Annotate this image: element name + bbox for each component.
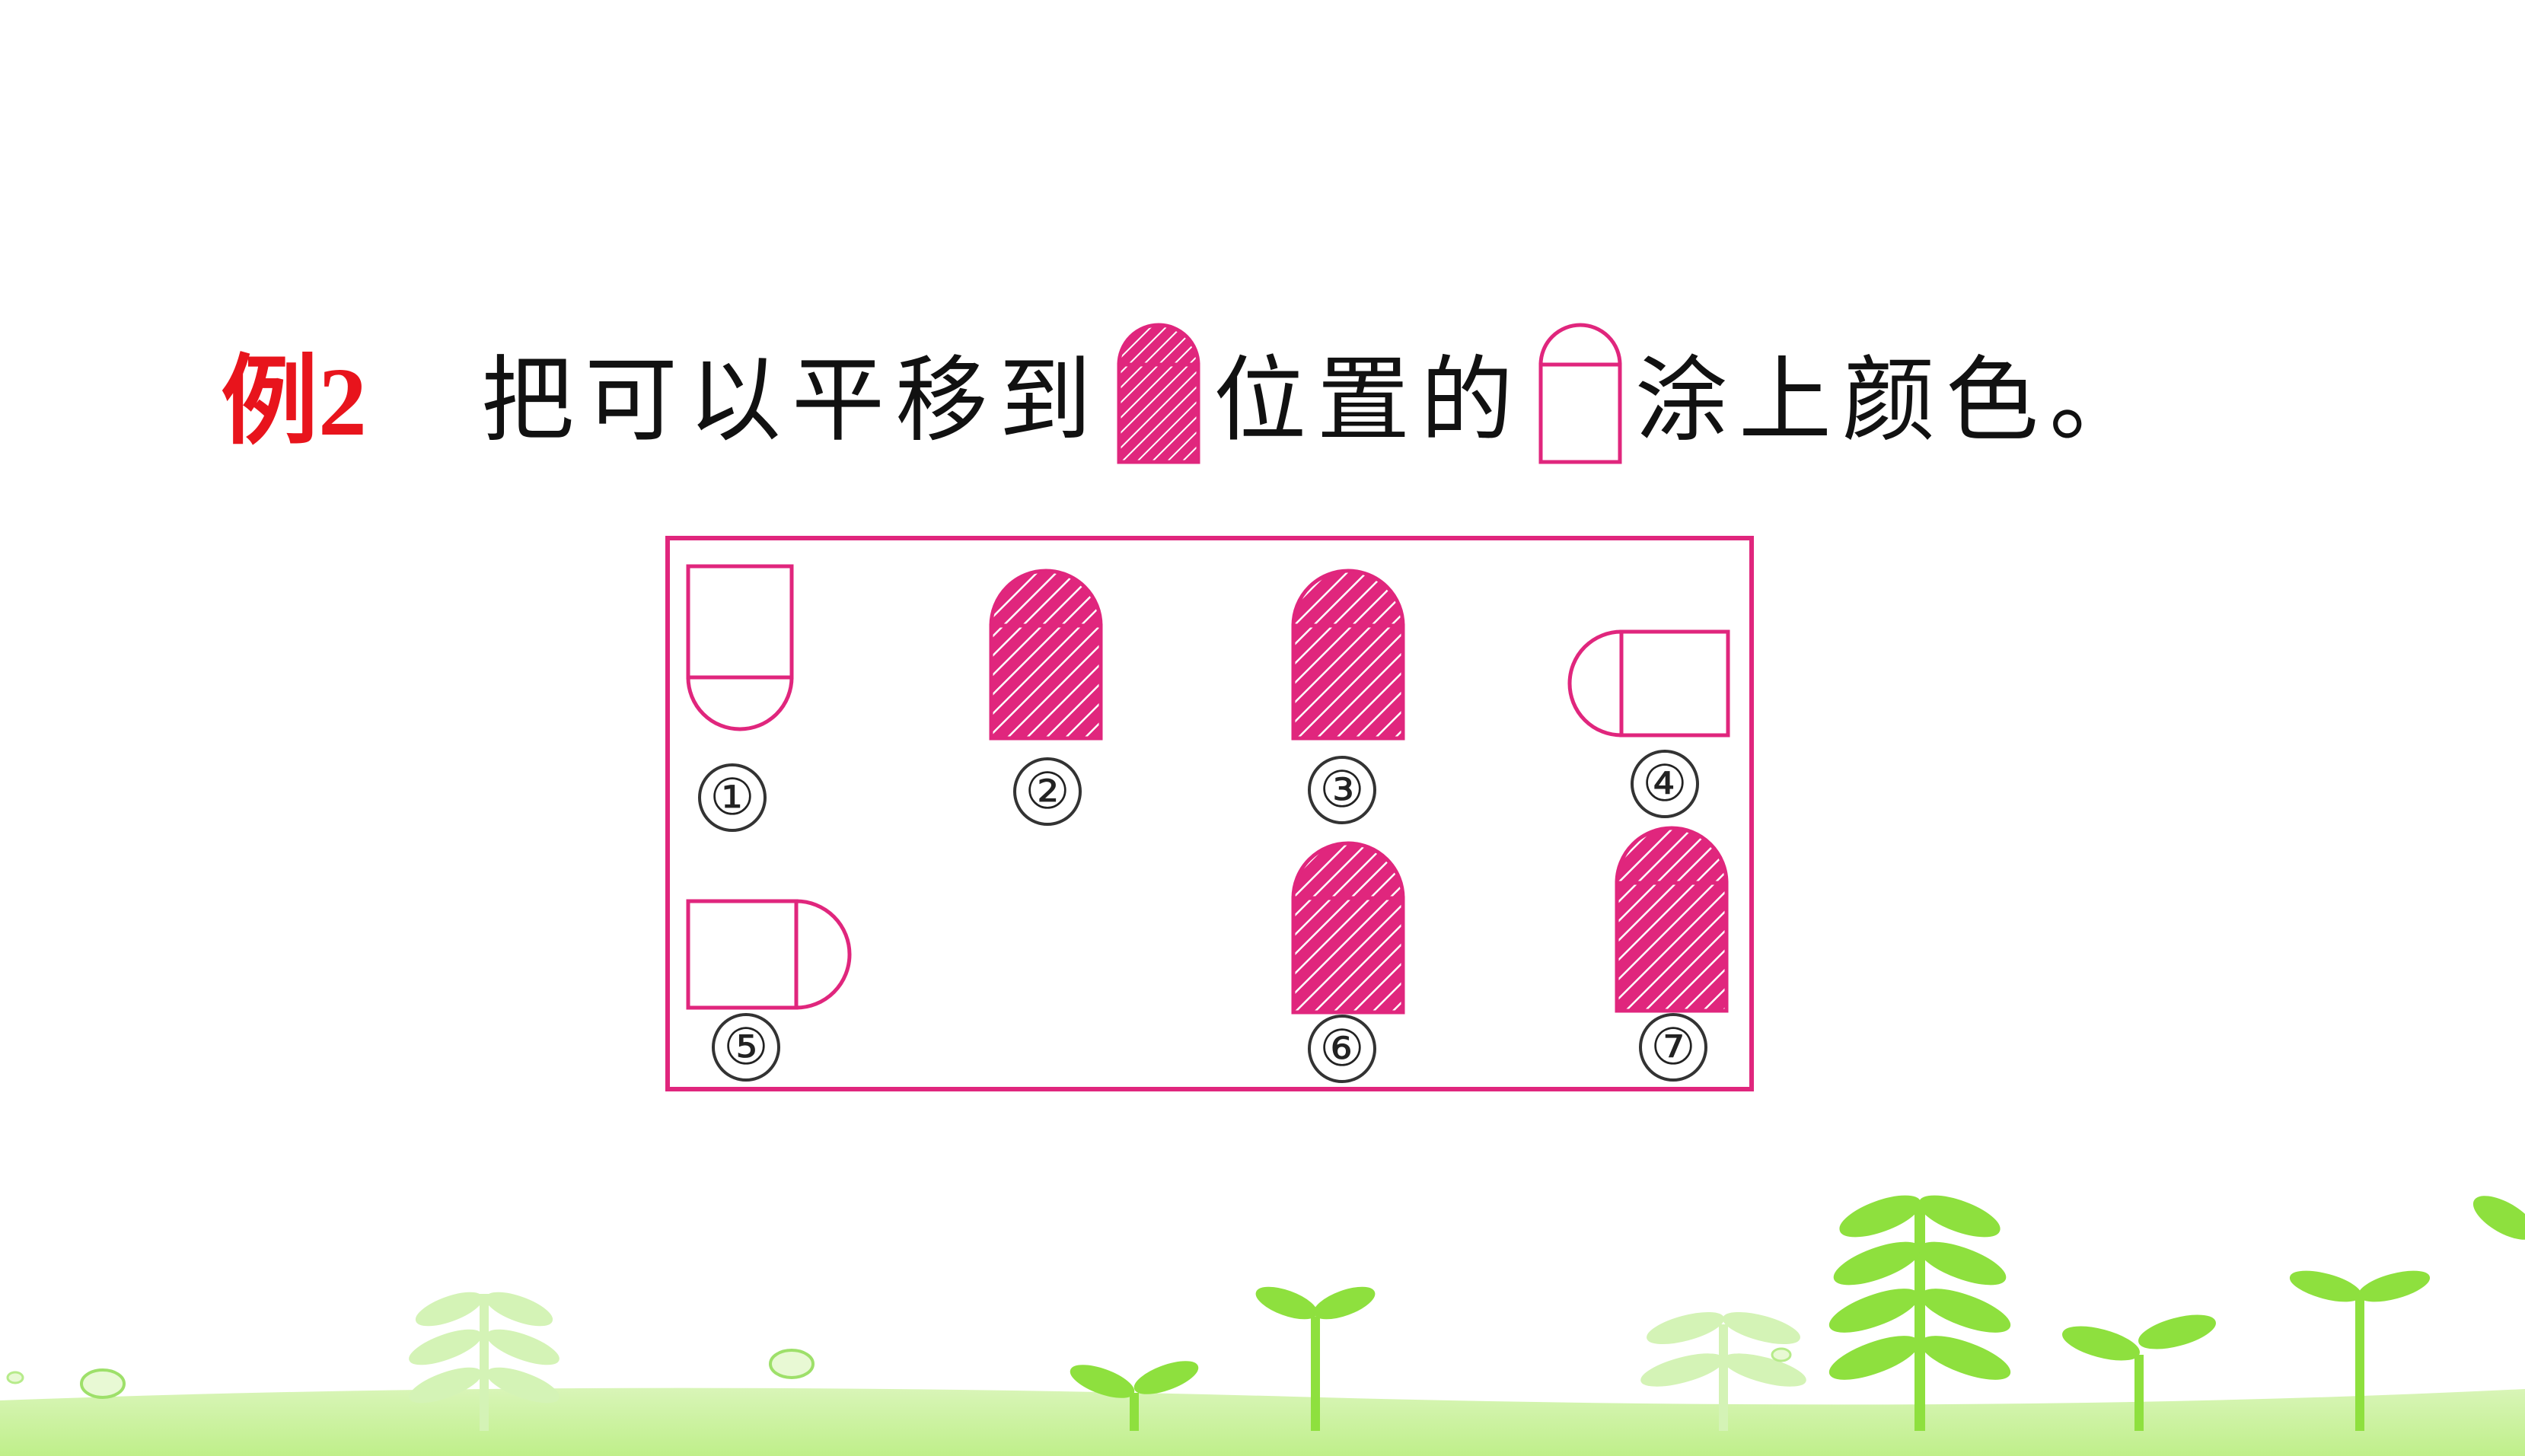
- sprout-light-left-icon: [409, 1292, 560, 1431]
- bubble-icon: [80, 1368, 126, 1399]
- bubble-icon: [769, 1349, 815, 1379]
- shape-7-up-shaded: [1615, 826, 1729, 1013]
- shape-number-label: ③: [1308, 756, 1376, 824]
- shape-number-label: ②: [1013, 757, 1082, 826]
- instruction-text-3: 涂上颜色。: [1635, 346, 2154, 454]
- blank-arch-shape-icon: [1536, 317, 1624, 467]
- sprout-far-right-icon: [2289, 1270, 2431, 1431]
- shaded-arch-shape-icon: [1114, 317, 1203, 467]
- shape-2-up-shaded: [989, 569, 1103, 741]
- shape-6-up-shaded: [1291, 841, 1405, 1015]
- sprout-fern-icon: [1828, 1195, 2011, 1431]
- shape-number-label: ⑦: [1639, 1013, 1707, 1082]
- grass-ground: [0, 1388, 2525, 1456]
- instruction-text-1: 把可以平移到: [481, 346, 1103, 454]
- shape-number-label: ⑥: [1308, 1015, 1376, 1083]
- sprout-light-right-icon: [1640, 1312, 1806, 1431]
- shape-4-left: [1567, 629, 1730, 738]
- example-label: 例2: [221, 347, 368, 456]
- bubble-icon: [1771, 1347, 1792, 1362]
- shape-1-down: [686, 564, 794, 731]
- shape-number-label: ⑤: [712, 1013, 780, 1082]
- instruction-text-2: 位置的: [1213, 346, 1525, 454]
- sprout-tall-center-icon: [1255, 1286, 1376, 1431]
- shape-number-label: ①: [698, 763, 767, 832]
- instruction-row: 例2 把可以平移到 位置的 涂上颜色。: [221, 304, 2153, 479]
- shape-number-label: ④: [1631, 750, 1699, 818]
- shape-5-right: [686, 899, 852, 1010]
- shape-3-up-shaded: [1291, 569, 1405, 741]
- figure-frame: [665, 536, 1754, 1091]
- sprout-small-left-icon: [1070, 1361, 1199, 1431]
- sprout-right-icon: [2062, 1314, 2216, 1431]
- leaf-edge-icon: [2472, 1196, 2525, 1240]
- bubble-icon: [6, 1371, 24, 1384]
